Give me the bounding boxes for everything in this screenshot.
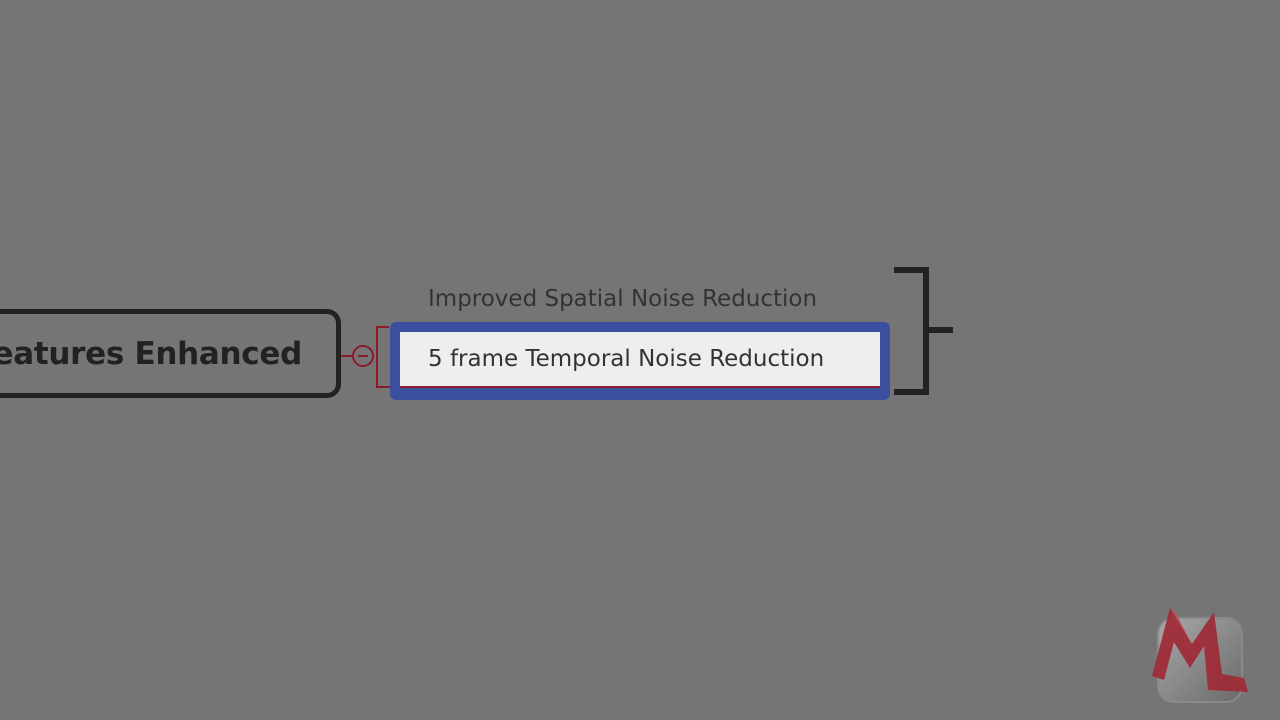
summary-bracket: [894, 267, 929, 395]
subtopic-edit-text: 5 frame Temporal Noise Reduction: [428, 346, 825, 372]
subtopic-spatial-noise-reduction[interactable]: Improved Spatial Noise Reduction: [428, 286, 818, 312]
subtopic-edit-field[interactable]: 5 frame Temporal Noise Reduction: [400, 332, 880, 388]
minus-circle-icon: [358, 355, 368, 357]
central-topic-label: Features Enhanced: [0, 335, 302, 372]
ml-logo-icon: [1152, 608, 1248, 703]
subtopic-temporal-noise-reduction[interactable]: 5 frame Temporal Noise Reduction: [390, 322, 890, 400]
central-topic-node[interactable]: Features Enhanced: [0, 309, 341, 398]
collapse-toggle-button[interactable]: [352, 345, 374, 367]
